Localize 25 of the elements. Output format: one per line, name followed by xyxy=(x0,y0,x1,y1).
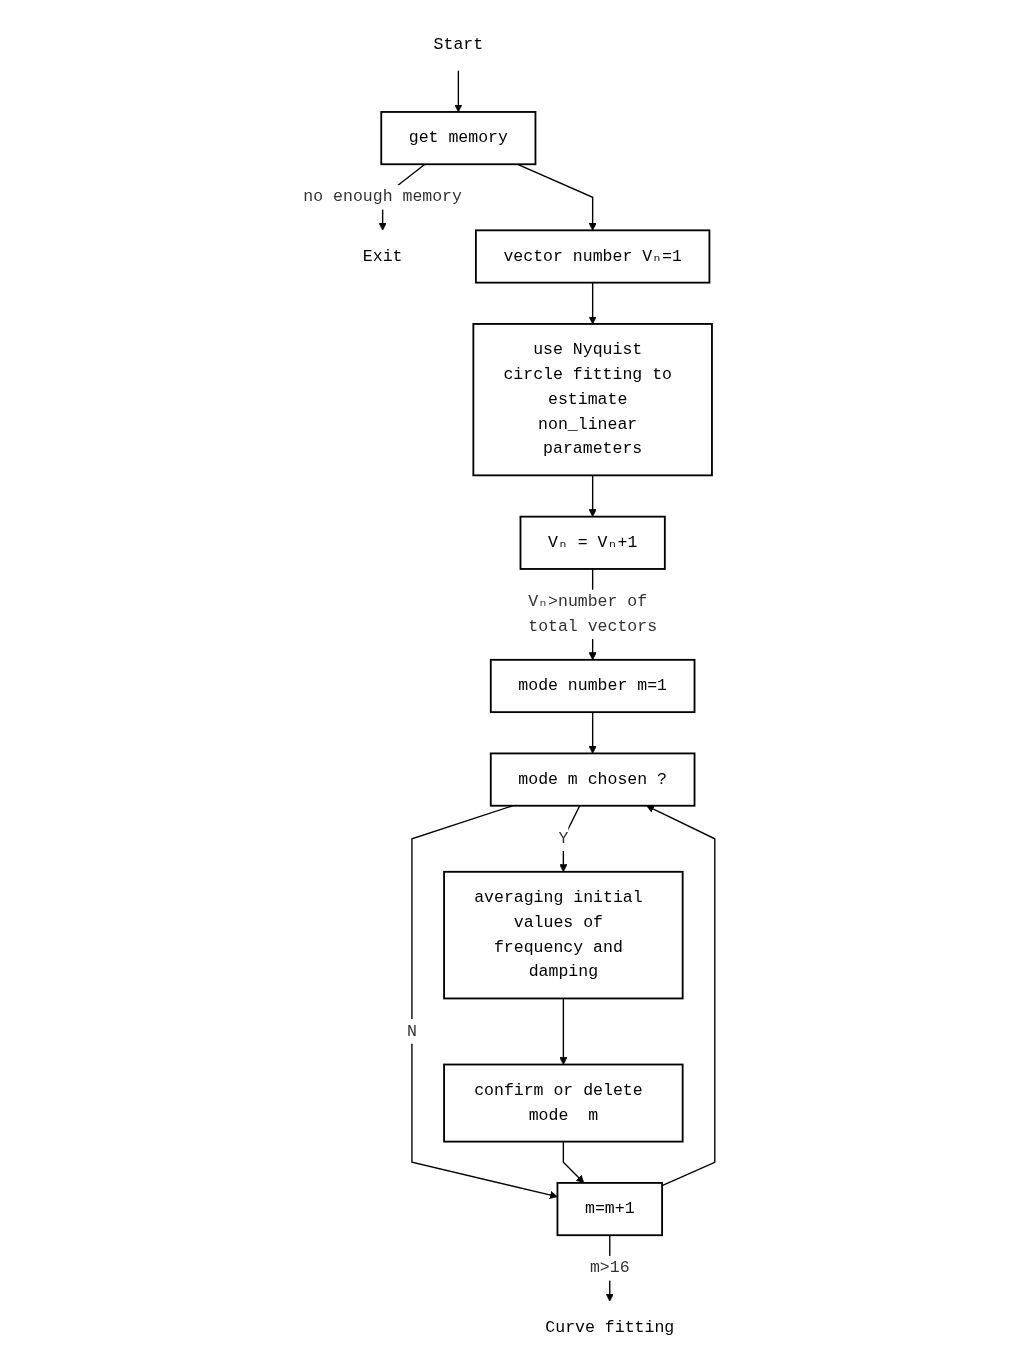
edge-label: no enough memory xyxy=(303,187,463,206)
node-text: Curve fitting xyxy=(545,1317,675,1336)
arrow xyxy=(563,1140,585,1183)
edge-label: Y xyxy=(558,828,569,848)
node-box: Vₙ = Vₙ+1 xyxy=(520,515,667,570)
arrow xyxy=(517,163,598,231)
node-box: mode number m=1 xyxy=(490,658,696,713)
edge-label: m>16 xyxy=(590,1258,631,1277)
node-box: m=m+1 xyxy=(557,1181,664,1236)
node-box: confirm or delete mode m xyxy=(443,1063,684,1143)
node-text: Start xyxy=(434,34,484,53)
arrow xyxy=(646,804,716,1186)
node-box: mode m chosen ? xyxy=(490,752,696,807)
node-box: get memory xyxy=(380,110,537,165)
arrow xyxy=(589,710,598,754)
edge-label: N xyxy=(407,1021,418,1040)
arrow xyxy=(559,997,568,1065)
arrow xyxy=(589,474,598,517)
arrow xyxy=(589,281,598,324)
arrow xyxy=(454,69,463,112)
edge-label: Vₙ>number of total vectors xyxy=(528,591,658,636)
node-box: averaging initial values of frequency and damping xyxy=(443,870,684,999)
node-box: vector number Vₙ=1 xyxy=(475,228,711,284)
node-box: use Nyquist circle fitting to estimate non_linear parameters xyxy=(472,322,714,476)
node-text: Exit xyxy=(363,246,403,265)
